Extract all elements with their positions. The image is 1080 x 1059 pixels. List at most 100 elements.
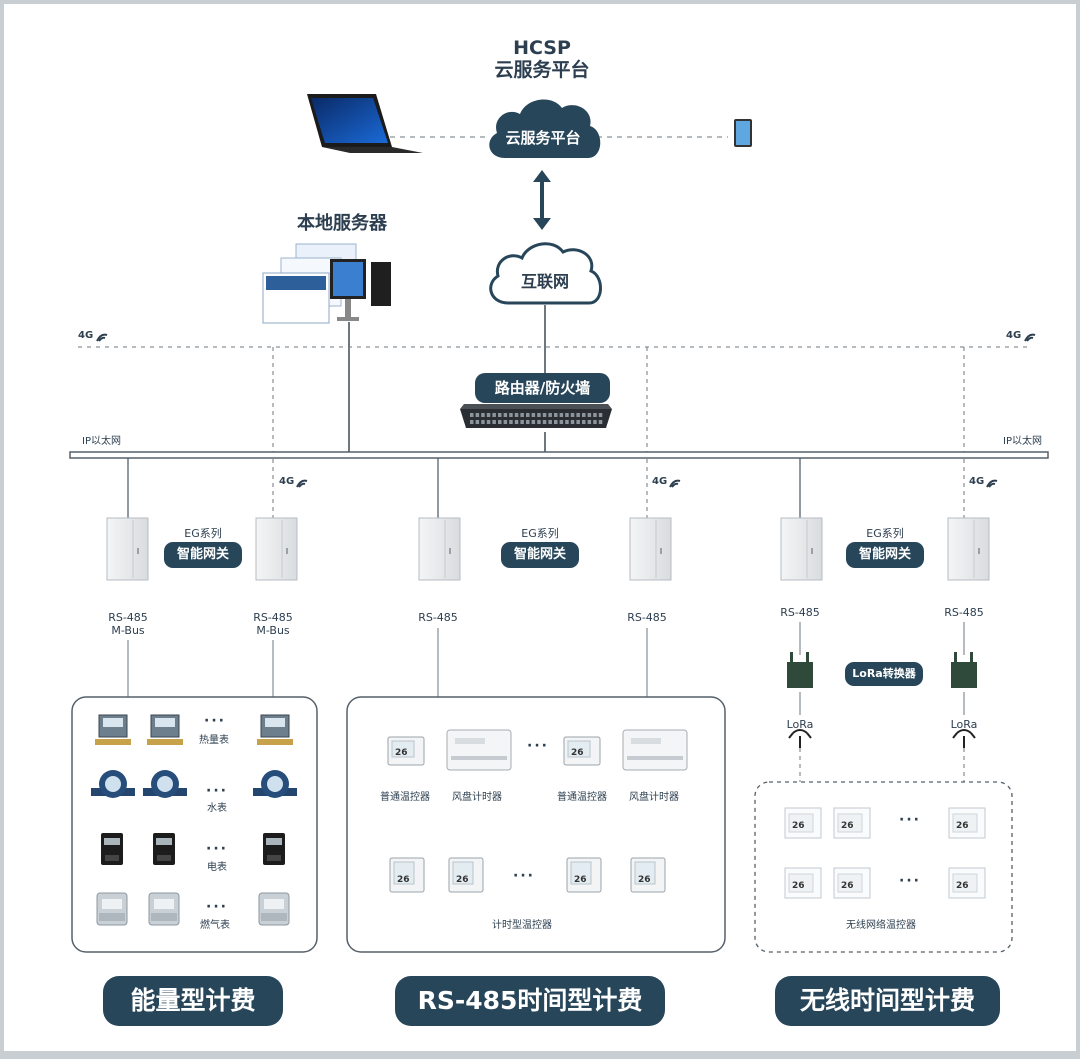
- timer-icon: [446, 729, 512, 771]
- gas-meter-icon: [258, 892, 290, 926]
- gateway-name-pill: 智能网关: [501, 542, 579, 568]
- wireless-thermostat-icon: 26: [833, 807, 871, 839]
- cloud-label: 云服务平台: [505, 129, 581, 147]
- energy-ellipsis: ···: [206, 899, 228, 915]
- bus-label-rs485: RS-485: [627, 611, 667, 624]
- wireless-ellipsis: ···: [899, 873, 921, 889]
- water-meter-label: 水表: [207, 803, 227, 814]
- category-rs485-time-billing: RS-485时间型计费: [395, 976, 665, 1026]
- rs485-ellipsis: ···: [513, 868, 535, 884]
- wireless-thermostat-icon: 26: [784, 807, 822, 839]
- rs485-device-icons: 26 26 26 26 26 26: [387, 729, 688, 893]
- gateway-name-pill: 智能网关: [846, 542, 924, 568]
- gateway-cabinet: [106, 517, 149, 581]
- timer-label: 风盘计时器: [452, 792, 502, 803]
- router-switch-icon: [460, 404, 612, 428]
- local-server-icon: [262, 243, 391, 324]
- svg-text:26: 26: [571, 748, 584, 758]
- svg-text:26: 26: [956, 821, 969, 831]
- wireless-thermostat-icons: 26 26 26 26 26 26: [784, 807, 986, 899]
- ethernet-bus: [69, 451, 1049, 459]
- wireless-thermostat-icon: 26: [948, 867, 986, 899]
- wireless-thermostat-icon: 26: [948, 807, 986, 839]
- wireless-ellipsis: ···: [899, 812, 921, 828]
- heat-meter-icon: [257, 714, 293, 745]
- gas-meter-label: 燃气表: [200, 920, 230, 931]
- phone-icon: [734, 119, 752, 147]
- cloud-title-line2: 云服务平台: [494, 59, 590, 81]
- svg-text:26: 26: [841, 881, 854, 891]
- svg-text:26: 26: [841, 821, 854, 831]
- bus-line2: M-Bus: [256, 624, 290, 637]
- local-server-label: 本地服务器: [297, 213, 387, 234]
- gateway-series-label: EG系列: [521, 527, 559, 540]
- meter-icons: [91, 714, 297, 926]
- 4g-label: 4G: [969, 476, 985, 487]
- lora-antenna-icon: [788, 729, 976, 748]
- gateway-devices: [106, 517, 990, 581]
- energy-ellipsis: ···: [206, 783, 228, 799]
- water-meter-icon: [253, 770, 297, 798]
- bus-line1: RS-485: [108, 611, 148, 624]
- thermostat-label: 普通温控器: [380, 792, 430, 803]
- cloud-title-line1: HCSP: [513, 37, 571, 59]
- svg-text:26: 26: [638, 875, 651, 885]
- bus-label-rs485: RS-485: [780, 606, 820, 619]
- router-label: 路由器/防火墙: [475, 373, 610, 403]
- bus-label-rs485: RS-485: [418, 611, 458, 624]
- gateway-cabinet: [947, 517, 990, 581]
- svg-text:26: 26: [397, 875, 410, 885]
- lora-converter-pill: LoRa转换器: [845, 662, 923, 686]
- gateway-cabinet: [418, 517, 461, 581]
- svg-text:26: 26: [792, 821, 805, 831]
- energy-ellipsis: ···: [204, 713, 226, 729]
- rs485-ellipsis: ···: [527, 738, 549, 754]
- svg-text:26: 26: [456, 875, 469, 885]
- category-wireless-time-billing: 无线时间型计费: [775, 976, 1000, 1026]
- bus-label-lora: LoRa: [786, 718, 814, 731]
- timed-thermostat-icon: 26: [448, 857, 484, 893]
- 4g-label: 4G: [78, 330, 94, 341]
- bus-label-rs485-mbus: RS-485 M-Bus: [243, 611, 303, 637]
- gas-meter-icon: [148, 892, 180, 926]
- 4g-label: 4G: [1006, 330, 1022, 341]
- heat-meter-icon: [95, 714, 131, 745]
- thermostat-icon: 26: [563, 736, 601, 766]
- 4g-signal-icon: [1024, 333, 1036, 342]
- electric-meter-icon: [153, 833, 175, 865]
- bus-line1: RS-485: [253, 611, 293, 624]
- cloud-platform-title: HCSP 云服务平台: [480, 37, 604, 81]
- svg-text:26: 26: [574, 875, 587, 885]
- lora-converter-device: [787, 652, 977, 688]
- wireless-thermostat-icon: 26: [784, 867, 822, 899]
- energy-ellipsis: ···: [206, 841, 228, 857]
- electric-meter-icon: [101, 833, 123, 865]
- timer-label: 风盘计时器: [629, 792, 679, 803]
- 4g-signal-icon: [986, 479, 998, 488]
- gateway-series-label: EG系列: [866, 527, 904, 540]
- timed-thermostat-icon: 26: [630, 857, 666, 893]
- wireless-thermostat-icon: 26: [833, 867, 871, 899]
- gateway-cabinet: [780, 517, 823, 581]
- thermostat-icon: 26: [387, 736, 425, 766]
- cloud-icon: [489, 99, 601, 158]
- svg-text:26: 26: [956, 881, 969, 891]
- gateway-cabinet: [255, 517, 298, 581]
- energy-meter-box: [71, 696, 318, 953]
- bus-label-rs485: RS-485: [944, 606, 984, 619]
- 4g-signal-icon: [296, 479, 308, 488]
- gateway-series-label: EG系列: [184, 527, 222, 540]
- 4g-signal-icons: [96, 333, 1036, 488]
- thermostat-label: 普通温控器: [557, 792, 607, 803]
- internet-cloud-icon: [489, 242, 602, 305]
- timer-icon: [622, 729, 688, 771]
- bus-label-rs485-mbus: RS-485 M-Bus: [98, 611, 158, 637]
- timed-thermostat-icon: 26: [566, 857, 602, 893]
- double-arrow-icon: [533, 170, 551, 230]
- laptop-icon: [307, 94, 423, 153]
- 4g-signal-icon: [96, 333, 108, 342]
- 4g-signal-icon: [669, 479, 681, 488]
- electric-meter-label: 电表: [207, 862, 227, 873]
